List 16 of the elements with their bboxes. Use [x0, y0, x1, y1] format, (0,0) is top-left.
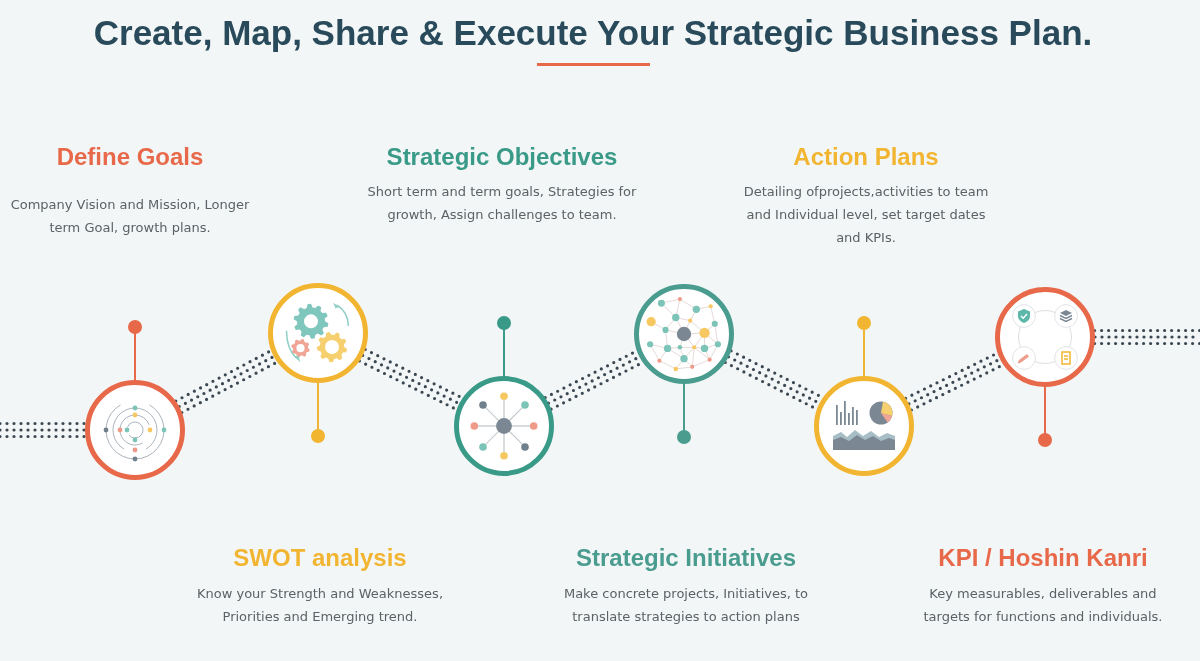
- page-title: Create, Map, Share & Execute Your Strategic Business Plan.: [93, 12, 1093, 54]
- step-description: Know your Strength and Weaknesses, Priorities and Emerging trend.: [195, 584, 445, 626]
- step-heading: Strategic Objectives: [386, 142, 618, 172]
- step-heading: Strategic Initiatives: [575, 543, 797, 573]
- step-description: Detailing ofprojects,activities to team and Individual level, set target dates and KPIs.: [742, 182, 990, 247]
- dotted-connector: [0, 421, 87, 439]
- dotted-connector: [174, 348, 279, 415]
- step-heading: Define Goals: [56, 142, 204, 172]
- step-heading: Action Plans: [793, 142, 939, 172]
- step-heading: SWOT analysis: [233, 543, 407, 573]
- step-description: Key measurables, deliverables and targets for functions and individuals.: [922, 584, 1164, 626]
- dotted-connector: [1093, 328, 1200, 346]
- step-heading: KPI / Hoshin Kanri: [938, 543, 1148, 573]
- step-description: Make concrete projects, Initiatives, to translate strategies to action plans: [562, 584, 810, 626]
- step-description: Short term and term goals, Strategies for growth, Assign challenges to team.: [366, 182, 638, 224]
- step-description: Company Vision and Mission, Longer term Goal, growth plans.: [9, 195, 251, 237]
